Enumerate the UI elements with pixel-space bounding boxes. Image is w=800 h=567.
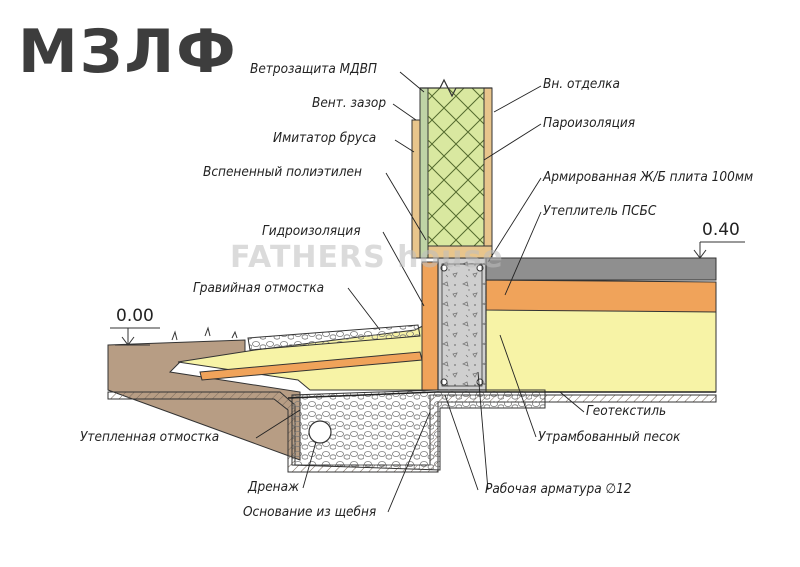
level-mark-top-line (690, 241, 745, 259)
label-geotextile: Геотекстиль (586, 403, 667, 419)
label-gravel-base: Основание из щебня (243, 504, 377, 520)
label-interior-finish: Вн. отделка (543, 76, 620, 92)
label-vapor-barrier: Пароизоляция (543, 115, 636, 131)
diagram-title: МЗЛФ (18, 17, 238, 87)
sole-plate (427, 245, 493, 259)
level-top-label: 0.40 (702, 220, 740, 240)
label-wind-barrier: Ветрозащита МДВП (250, 61, 378, 77)
label-rebar: Рабочая арматура ∅12 (485, 481, 632, 497)
interior-finish (483, 87, 493, 247)
label-gravel-blind-area: Гравийная отмостка (193, 280, 325, 296)
natural-ground (107, 339, 301, 461)
eps-insulation (485, 279, 717, 313)
eps-insulation-vertical (421, 261, 439, 391)
drain-pipe (308, 420, 332, 444)
label-timber-imitation: Имитатор бруса (273, 130, 377, 146)
level-ground-label: 0.00 (116, 306, 154, 326)
geotextile (287, 391, 716, 399)
label-vent-gap: Вент. зазор (312, 95, 387, 111)
label-eps-insulation: Утеплитель ПСБС (543, 203, 657, 219)
label-waterproofing: Гидроизоляция (262, 223, 361, 239)
timber-imitation (411, 119, 421, 259)
label-drainage: Дренаж (248, 479, 300, 495)
label-slab: Армированная Ж/Б плита 100мм (543, 169, 754, 185)
label-foamed-pe: Вспененный полиэтилен (203, 164, 362, 180)
watermark: FATHERS house (230, 240, 504, 275)
label-insulated-blind-area: Утепленная отмостка (80, 429, 220, 445)
level-mark-ground-line (110, 327, 160, 346)
slab (485, 257, 717, 281)
leader-lines (255, 71, 585, 513)
gravel-blind-area (247, 324, 421, 351)
break-line (420, 78, 492, 98)
compacted-sand-inner (485, 304, 717, 393)
label-compacted-sand: Утрамбованный песок (538, 429, 681, 445)
